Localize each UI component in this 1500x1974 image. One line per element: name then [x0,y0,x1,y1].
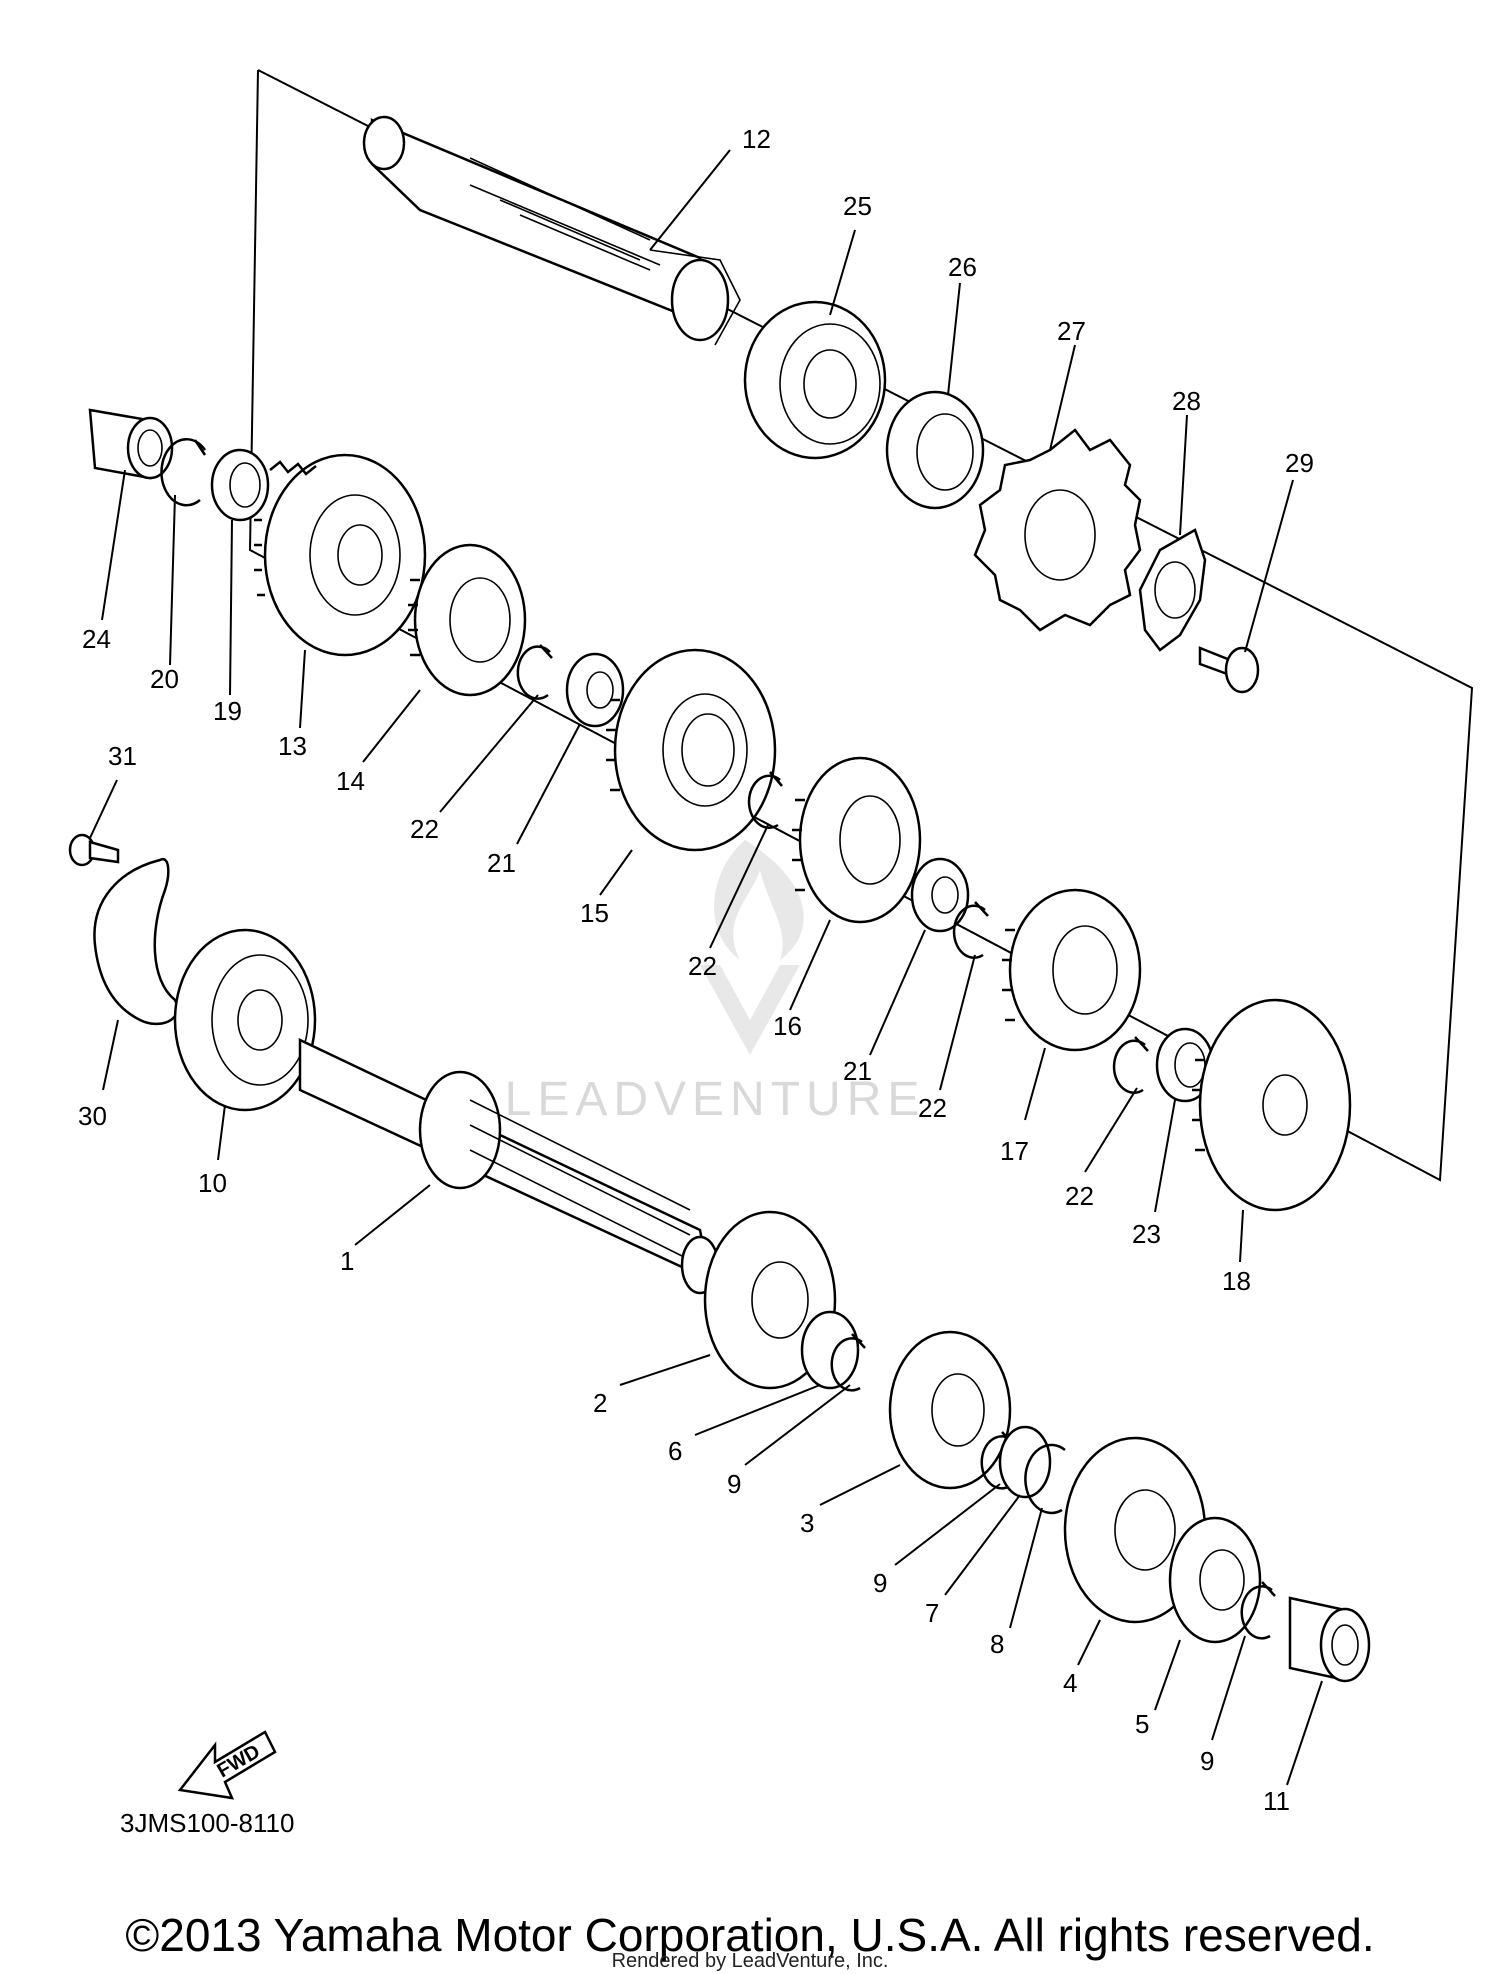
watermark-text: LEADVENTURE [505,1073,926,1126]
lock-washer-28 [1138,528,1207,652]
callout-18: 18 [1222,1266,1251,1296]
callout-4: 4 [1063,1668,1077,1698]
callout-21-b: 21 [843,1056,872,1086]
bolt-31 [68,833,120,867]
rendered-by-credit: Rendered by LeadVenture, Inc. [611,1950,889,1972]
callout-12: 12 [742,124,771,154]
circlip-9-a [830,1333,866,1392]
callout-8: 8 [990,1629,1004,1659]
callout-20: 20 [150,664,179,694]
bolt-29 [1198,646,1260,694]
callout-31: 31 [108,741,137,771]
main-axle-12 [362,115,741,346]
callout-14: 14 [336,766,365,796]
gear-13 [254,453,427,657]
fwd-arrow-icon: FWD [177,1730,277,1800]
callout-17: 17 [1000,1136,1029,1166]
callout-15: 15 [580,898,609,928]
callout-1: 1 [340,1246,354,1276]
callout-19: 19 [213,696,242,726]
gear-14 [408,543,527,697]
callout-29: 29 [1285,448,1314,478]
callout-22-c: 22 [918,1093,947,1123]
callout-22-b: 22 [688,951,717,981]
washer-7 [998,1425,1052,1499]
washer-21-b [910,857,970,933]
callout-6: 6 [668,1436,682,1466]
callout-9-a: 9 [727,1469,741,1499]
callout-23: 23 [1132,1219,1161,1249]
callout-9-c: 9 [1200,1746,1214,1776]
callout-10: 10 [198,1168,227,1198]
gear-16 [792,756,922,924]
callout-labels: 12 25 26 27 28 29 24 20 19 13 14 22 21 1… [78,124,1314,1816]
drive-sprocket-27 [973,428,1142,632]
watermark-logo [700,840,804,1055]
circlip-22-d [1112,1036,1149,1094]
callout-3: 3 [800,1508,814,1538]
bearing-stopper-30 [93,857,179,1026]
callout-5: 5 [1135,1709,1149,1739]
circlip-9-c [1240,1581,1276,1640]
callout-24: 24 [82,624,111,654]
gear-18 [1192,998,1352,1212]
leader-lines [89,149,1323,1786]
callout-2: 2 [593,1388,607,1418]
copyright-notice: ©2013 Yamaha Motor Corporation, U.S.A. A… [125,1909,1375,1961]
drive-axle-1 [298,1038,720,1295]
callout-11: 11 [1263,1786,1290,1816]
washer-6 [800,1310,860,1390]
circlip-22-c [952,901,989,959]
callout-9-b: 9 [873,1568,887,1598]
oil-seal-26 [885,390,985,510]
bearing-25 [743,300,887,460]
diagram-code: 3JMS100-8110 [120,1808,294,1838]
gear-5 [1168,1516,1262,1644]
circlip-8 [1024,1443,1066,1515]
bearing-11 [1288,1596,1371,1683]
bearing-24 [88,408,174,480]
washer-19 [210,448,270,522]
callout-28: 28 [1172,386,1201,416]
circlip-20 [160,437,207,507]
callout-22-d: 22 [1065,1181,1094,1211]
callout-27: 27 [1057,316,1086,346]
callout-21-a: 21 [487,848,516,878]
gear-3 [888,1330,1012,1490]
circlip-22-a [516,644,553,700]
callout-13: 13 [278,731,307,761]
washer-21-a [565,652,625,728]
callout-22-a: 22 [410,814,439,844]
gear-17 [1002,888,1142,1052]
callout-26: 26 [948,252,977,282]
washer-23 [1155,1027,1215,1103]
callout-16: 16 [773,1011,802,1041]
bearing-10 [173,928,317,1112]
gear-15 [606,648,777,852]
callout-7: 7 [925,1598,939,1628]
callout-25: 25 [843,191,872,221]
callout-30: 30 [78,1101,107,1131]
